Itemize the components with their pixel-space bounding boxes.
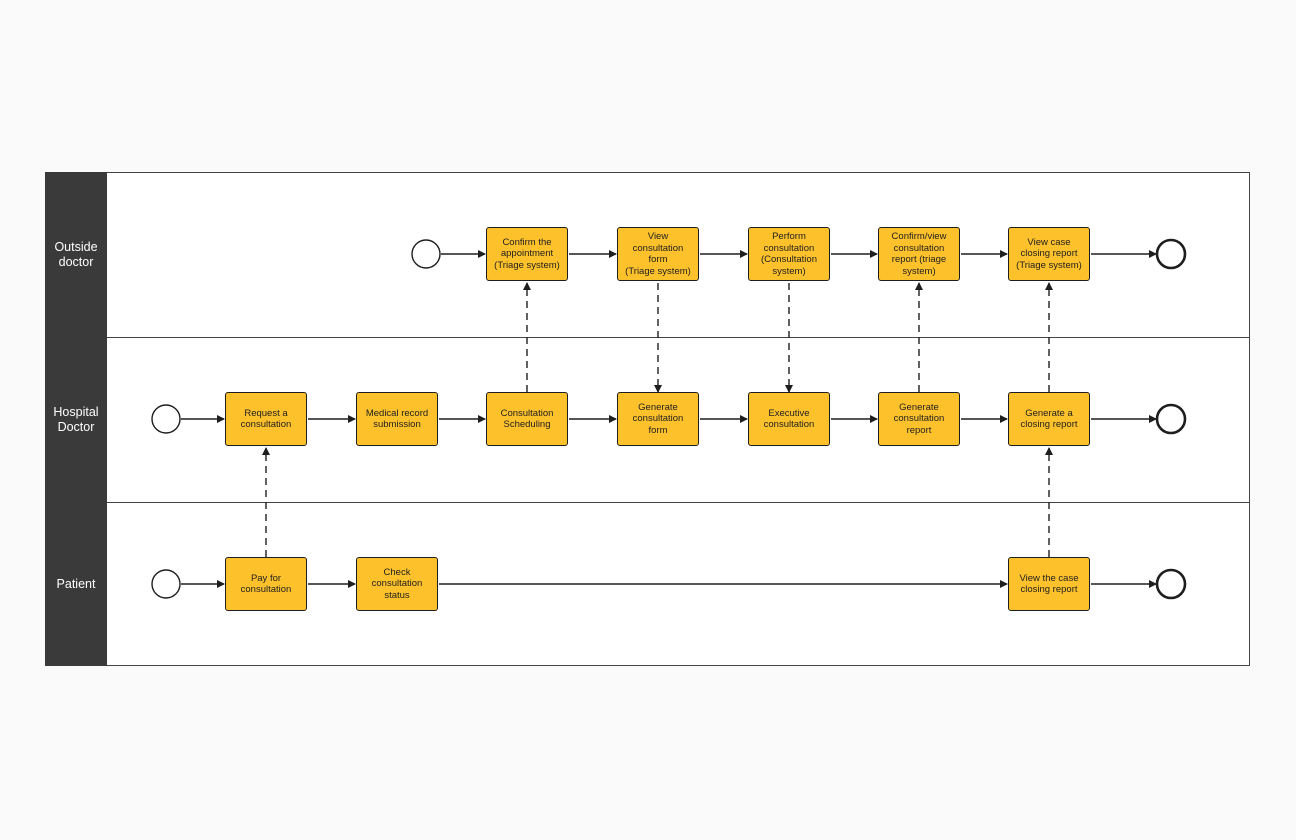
task-view-the-case-closing-report: View the case closing report <box>1008 557 1090 611</box>
task-consultation-scheduling: Consultation Scheduling <box>486 392 568 446</box>
task-pay-for-consultation: Pay for consultation <box>225 557 307 611</box>
task-generate-consultation-form: Generate consultation form <box>617 392 699 446</box>
task-confirm-view-report: Confirm/view consultation report (triage… <box>878 227 960 281</box>
lane-header-outside-doctor: Outside doctor <box>45 172 107 337</box>
lane-divider <box>107 502 1250 503</box>
task-check-consultation-status: Check consultation status <box>356 557 438 611</box>
task-generate-closing-report: Generate a closing report <box>1008 392 1090 446</box>
lane-divider <box>107 337 1250 338</box>
task-confirm-appointment: Confirm the appointment (Triage system) <box>486 227 568 281</box>
start-event <box>151 404 181 434</box>
task-view-case-closing-report: View case closing report (Triage system) <box>1008 227 1090 281</box>
task-executive-consultation: Executive consultation <box>748 392 830 446</box>
end-event <box>1155 403 1187 435</box>
task-perform-consultation: Perform consultation (Consultation syste… <box>748 227 830 281</box>
start-event <box>411 239 441 269</box>
start-event <box>151 569 181 599</box>
task-medical-record-submission: Medical record submission <box>356 392 438 446</box>
end-event <box>1155 568 1187 600</box>
end-event <box>1155 238 1187 270</box>
task-generate-consultation-report: Generate consultation report <box>878 392 960 446</box>
lane-header-hospital-doctor: Hospital Doctor <box>45 337 107 502</box>
task-view-consultation-form: View consultation form (Triage system) <box>617 227 699 281</box>
task-request-consultation: Request a consultation <box>225 392 307 446</box>
lane-header-patient: Patient <box>45 502 107 666</box>
